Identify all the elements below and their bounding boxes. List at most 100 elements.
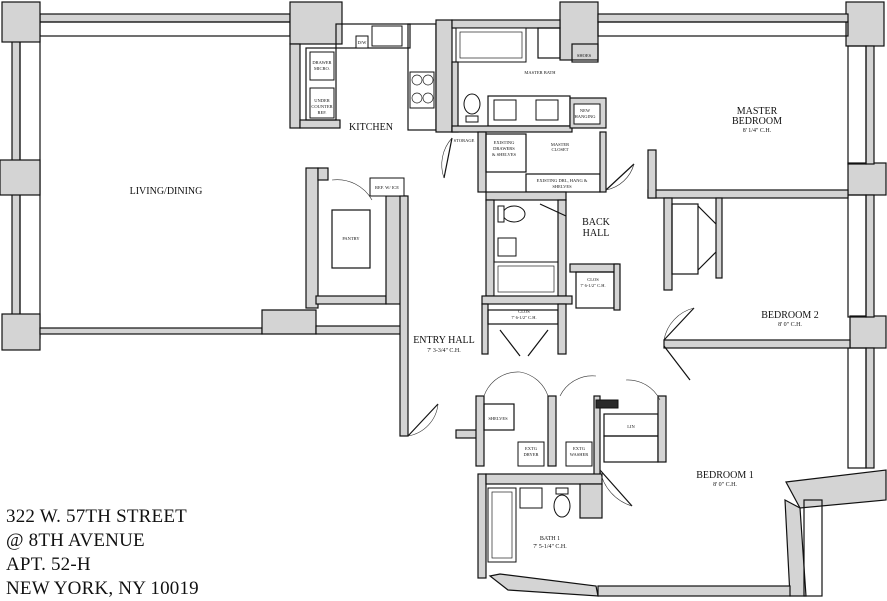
master-bedroom-west-wall bbox=[647, 149, 657, 199]
column-sw bbox=[1, 313, 41, 351]
bedroom1-window bbox=[803, 499, 823, 597]
master-closet-east-wall bbox=[599, 131, 607, 193]
pantry-top-wall bbox=[317, 167, 329, 181]
master-bathtub-inner bbox=[459, 31, 523, 59]
bath2-sink bbox=[497, 237, 517, 257]
bedroom2-height: 8' 0" C.H. bbox=[778, 322, 802, 328]
laundry-divider-wall bbox=[547, 395, 557, 467]
master-closet-west-wall bbox=[477, 131, 487, 193]
master-bath-west-wall bbox=[451, 61, 459, 133]
bedroom2-closet bbox=[671, 203, 699, 275]
drawer-micro-label: DRAWER bbox=[312, 60, 331, 65]
kitchen-sink bbox=[371, 25, 403, 47]
bedroom2-door bbox=[663, 307, 695, 341]
bedroom1-height: 8' 0" C.H. bbox=[713, 482, 737, 488]
address-apartment: APT. 52-H bbox=[6, 554, 91, 575]
existing-drawers bbox=[485, 133, 527, 173]
bedroom1-east-wall bbox=[784, 498, 807, 597]
bedroom2-door-swing bbox=[663, 307, 695, 341]
master-bathtub bbox=[455, 27, 527, 63]
storage-label: STORAGE bbox=[454, 138, 475, 143]
address-cross-street: @ 8TH AVENUE bbox=[6, 530, 145, 551]
north-exterior-wall-right bbox=[597, 13, 849, 23]
kitchen-east-wall bbox=[435, 19, 453, 133]
east-window-lower bbox=[847, 347, 867, 469]
bath1-toilet-tank bbox=[555, 487, 569, 495]
dishwasher bbox=[355, 35, 369, 49]
door-swing bbox=[483, 371, 521, 397]
bath1-label: BATH 1 bbox=[540, 536, 560, 542]
burner-icon bbox=[422, 74, 434, 86]
bath1-bathtub bbox=[487, 487, 517, 563]
master-closet-door bbox=[605, 163, 635, 191]
master-toilet-tank bbox=[465, 115, 479, 123]
entry-closet-west-wall bbox=[481, 303, 489, 355]
bath2-north-wall bbox=[485, 191, 567, 201]
entry-closet-height: 7' 6-1/2" C.H. bbox=[511, 315, 536, 320]
kitchen-south-wall bbox=[299, 119, 341, 129]
dryer-label: EXTG bbox=[525, 446, 538, 451]
bedroom2-south-wall bbox=[663, 339, 851, 349]
kitchen-counter-north bbox=[335, 23, 411, 49]
column-north-bath bbox=[559, 1, 599, 61]
living-south-column bbox=[261, 309, 317, 335]
washer-label-2: WASHER bbox=[570, 452, 589, 457]
bath1-bathtub-inner bbox=[491, 491, 513, 559]
column-ne bbox=[845, 1, 885, 47]
master-closet-door-swing bbox=[605, 163, 635, 191]
pantry-door-swing bbox=[331, 179, 373, 201]
bedroom1-door bbox=[663, 345, 691, 381]
door-swing bbox=[559, 375, 597, 397]
column-east-lower bbox=[849, 315, 887, 349]
shelves bbox=[483, 403, 515, 431]
entry-west-wall bbox=[399, 195, 409, 437]
burner-icon bbox=[422, 92, 434, 104]
bath2-south-wall bbox=[481, 295, 573, 305]
refrigerator bbox=[369, 177, 405, 197]
entry-closet-label: CLOS bbox=[518, 309, 530, 314]
bath2-toilet-tank bbox=[497, 205, 505, 223]
bedroom1-label: BEDROOM 1 bbox=[696, 470, 754, 481]
dishwasher-label: D/W bbox=[358, 40, 368, 45]
bedroom2-closet-door-bottom bbox=[697, 251, 717, 271]
bedroom2-label: BEDROOM 2 bbox=[761, 310, 819, 321]
master-bedroom-height: 8' 1/4" C.H. bbox=[743, 128, 772, 134]
burner-icon bbox=[411, 92, 423, 104]
existing-drawers-label-2: DRAWERS bbox=[493, 146, 515, 151]
south-wall-bath bbox=[488, 573, 599, 597]
new-hanging-label: NEW bbox=[580, 108, 591, 113]
master-bedroom-label: MASTER bbox=[737, 106, 778, 117]
shelves-label: SHELVES bbox=[488, 416, 508, 421]
burner-icon bbox=[411, 74, 423, 86]
linen-label: LIN bbox=[627, 424, 635, 429]
north-exterior-wall-left bbox=[39, 13, 291, 23]
lin-shelf bbox=[595, 399, 619, 409]
master-sink-right bbox=[535, 99, 559, 121]
entry-north-wall bbox=[315, 325, 407, 335]
shoes-label: SHOES bbox=[577, 53, 592, 58]
back-hall-label-2: HALL bbox=[583, 228, 610, 239]
entry-closet-east-wall bbox=[557, 303, 567, 355]
pantry-bottom-wall bbox=[315, 295, 387, 305]
bath1-toilet bbox=[553, 494, 571, 518]
bath2-west-wall bbox=[485, 199, 495, 297]
master-bath-shower bbox=[537, 27, 561, 59]
storage-door bbox=[443, 137, 453, 179]
master-bath-south-wall bbox=[451, 125, 573, 133]
under-counter-ref-label-2: COUNTER bbox=[311, 104, 332, 109]
master-bedroom-label-2: BEDROOM bbox=[732, 116, 782, 127]
entry-door-swing bbox=[407, 403, 439, 437]
new-hanging-label-2: HANGING bbox=[575, 114, 597, 119]
master-bedroom-south-wall bbox=[647, 189, 849, 199]
bath2-bathtub-inner bbox=[497, 265, 555, 293]
under-counter-refrigerator bbox=[309, 87, 335, 119]
storage-door-swing bbox=[441, 137, 453, 179]
east-exterior-wall-mid bbox=[865, 194, 875, 318]
bath2-door bbox=[539, 203, 567, 217]
bedroom1-corner-wall bbox=[785, 469, 887, 509]
bath1-sink bbox=[519, 487, 543, 509]
address-city: NEW YORK, NY 10019 bbox=[6, 578, 199, 599]
entry-hall-height: 7' 3-3/4" C.H. bbox=[427, 348, 461, 354]
back-closet-north-wall bbox=[569, 263, 619, 273]
